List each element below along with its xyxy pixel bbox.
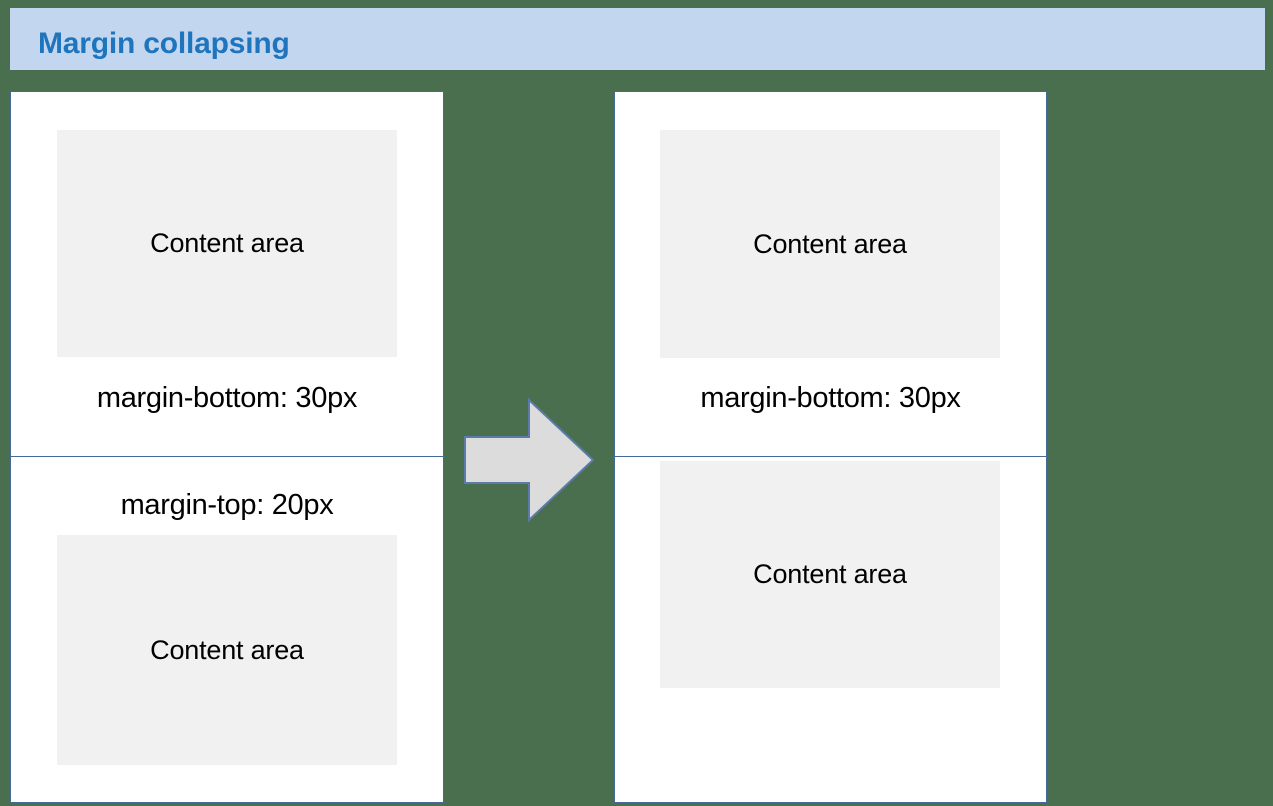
content-box-bottom: Content area [57, 535, 397, 765]
content-box-bottom: Content area [660, 461, 1000, 688]
content-box-label: Content area [753, 228, 907, 259]
block-boundary-divider [615, 456, 1046, 457]
panel-after-collapse: Content area margin-bottom: 30px Content… [614, 91, 1047, 803]
block-boundary-divider [11, 456, 443, 457]
content-box-top: Content area [57, 130, 397, 357]
content-box-label: Content area [150, 634, 304, 665]
content-box-label: Content area [753, 559, 907, 589]
page-title: Margin collapsing [38, 27, 290, 60]
content-box-label: Content area [150, 228, 304, 258]
margin-bottom-label: margin-bottom: 30px [96, 382, 358, 414]
arrow-right-icon [462, 396, 596, 524]
header-bar: Margin collapsing [10, 8, 1265, 70]
margin-bottom-label: margin-bottom: 30px [700, 382, 961, 414]
panel-before-collapse: Content area margin-bottom: 30px margin-… [10, 91, 444, 803]
content-box-top: Content area [660, 130, 1000, 358]
margin-top-label: margin-top: 20px [120, 489, 334, 521]
